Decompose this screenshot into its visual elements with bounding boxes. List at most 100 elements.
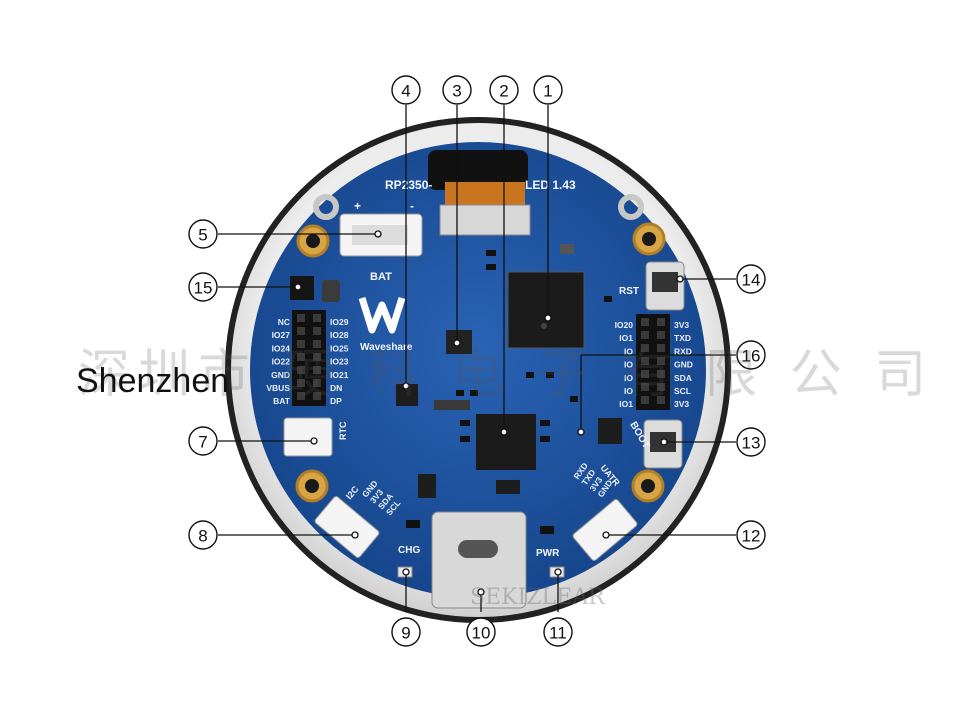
board-model-text: RP2350- [385, 178, 432, 192]
uart-connector [572, 499, 638, 561]
bat-minus-label: - [410, 199, 414, 213]
left-pin-label: IO27 [272, 330, 291, 340]
callout-number: 4 [401, 82, 410, 101]
left-pin-label: IO22 [272, 357, 291, 367]
display-connector [428, 150, 528, 190]
callout-12: 12 [736, 520, 766, 550]
left-pin-label: DP [330, 396, 342, 406]
left-pin-header [292, 310, 326, 406]
flash-chip [476, 414, 536, 470]
small-ic [598, 418, 622, 444]
rst-label: RST [619, 286, 639, 297]
imu-chip [290, 276, 314, 300]
callout-15: 15 [188, 272, 218, 302]
callout-7: 7 [188, 426, 218, 456]
callout-13: 13 [736, 427, 766, 457]
callout-number: 7 [198, 433, 207, 452]
callout-3: 3 [442, 75, 472, 105]
callout-14: 14 [736, 264, 766, 294]
regulator-chip [396, 384, 418, 406]
callout-2: 2 [489, 75, 519, 105]
callout-8: 8 [188, 520, 218, 550]
watermark-city: Shenzhen [76, 362, 229, 400]
board-model-text-2: LED 1.43 [525, 178, 576, 192]
callout-9: 9 [391, 617, 421, 647]
callout-number: 10 [472, 624, 491, 643]
right-pin-label: IO [624, 373, 633, 383]
left-pin-label: IO21 [330, 370, 349, 380]
callout-number: 9 [401, 624, 410, 643]
callout-number: 5 [198, 226, 207, 245]
left-pin-label: GND [271, 370, 290, 380]
right-pin-label: IO1 [619, 399, 633, 409]
usb-c-opening [458, 540, 498, 558]
left-pin-label: DN [330, 383, 342, 393]
right-pin-label: IO [624, 360, 633, 370]
passive-components [406, 244, 612, 534]
fpc-orange [445, 182, 525, 206]
small-ic [418, 474, 436, 498]
chg-label: CHG [398, 545, 420, 556]
right-pin-label: IO20 [615, 320, 634, 330]
left-pin-label: VBUS [266, 383, 290, 393]
waveshare-logo: Waveshare [358, 296, 413, 353]
left-pin-label: BAT [273, 396, 291, 406]
callout-number: 3 [452, 82, 461, 101]
callout-number: 11 [549, 624, 567, 643]
callout-1: 1 [533, 75, 563, 105]
fpc-latch [439, 204, 531, 236]
right-pin-label: IO1 [619, 333, 633, 343]
right-pin-label: GND [674, 360, 693, 370]
rtc-label: RTC [338, 421, 348, 440]
callout-10: 10 [466, 617, 496, 647]
brand-label: Waveshare [360, 342, 413, 353]
right-pin-header [636, 314, 670, 410]
bezel-hook [618, 194, 644, 220]
bat-plus-label: + [354, 199, 361, 213]
bezel-hook [313, 194, 339, 220]
right-pin-label: 3V3 [674, 320, 689, 330]
callout-11: 11 [543, 617, 573, 647]
right-pin-label: IO [624, 346, 633, 356]
bat-label: BAT [370, 271, 392, 283]
pwr-label: PWR [536, 548, 560, 559]
watermark-company-cn: 深圳市 硬 科 电 子 有 限 公 司 [78, 345, 934, 405]
callout-number: 12 [742, 527, 761, 546]
rtc-connector [283, 417, 333, 457]
callout-4: 4 [391, 75, 421, 105]
small-ic [496, 480, 520, 494]
callout-number: 14 [742, 271, 761, 290]
right-pin-label: IO [624, 386, 633, 396]
callout-number: 16 [742, 347, 761, 366]
left-pin-label: IO28 [330, 330, 349, 340]
callout-number: 1 [543, 82, 552, 101]
watermark-company-en: SEKIZLEAR [470, 585, 606, 610]
right-pin-label: RXD [674, 346, 692, 356]
i2c-connector [314, 496, 380, 558]
callout-number: 15 [194, 279, 213, 298]
right-pin-label: SDA [674, 373, 692, 383]
callout-number: 2 [499, 82, 508, 101]
usb-c-port [431, 511, 527, 609]
left-pin-label: IO29 [330, 317, 349, 327]
callout-number: 8 [198, 527, 207, 546]
callout-number: 13 [742, 434, 761, 453]
left-pin-label: IO24 [272, 343, 291, 353]
left-pin-label: IO23 [330, 357, 349, 367]
right-pin-label: TXD [674, 333, 691, 343]
callout-5: 5 [188, 219, 218, 249]
callout-16: 16 [736, 340, 766, 370]
leader-lines [218, 105, 736, 612]
right-pin-label: 3V3 [674, 399, 689, 409]
right-pin-label: SCL [674, 386, 691, 396]
mcu-chip [507, 271, 585, 349]
battery-chip [322, 280, 340, 302]
left-pin-label: NC [278, 317, 290, 327]
left-pin-label: IO25 [330, 343, 349, 353]
